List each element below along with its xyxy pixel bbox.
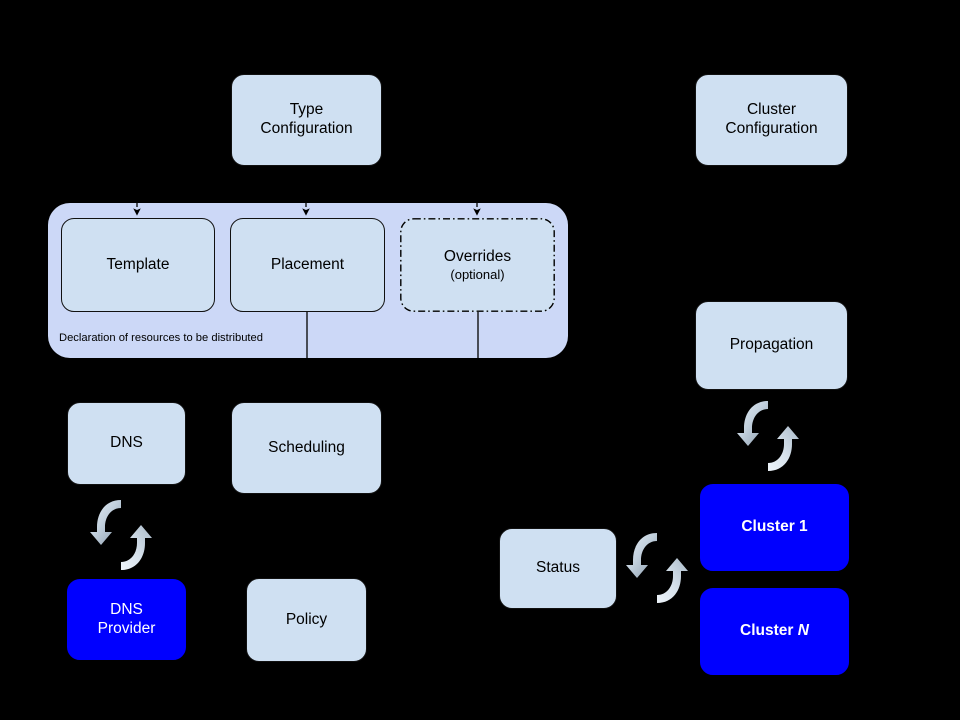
propagation-label: Propagation	[729, 336, 814, 354]
status-label: Status	[536, 559, 580, 577]
cluster-n-index: N	[797, 622, 809, 640]
node-cluster-n[interactable]: Cluster N	[700, 588, 849, 675]
node-type-configuration-label: Type Configuration	[260, 101, 352, 139]
cluster-1-prefix: Cluster	[741, 518, 800, 536]
cluster-n-prefix: Cluster	[740, 622, 798, 640]
overrides-label: Overrides (optional)	[444, 248, 511, 283]
type-configuration-line1: Type	[289, 101, 324, 119]
node-propagation[interactable]: Propagation	[695, 301, 848, 390]
sync-arrow-left	[626, 533, 657, 578]
sync-arrow-left	[90, 500, 121, 545]
node-cluster-configuration-label: Cluster Configuration	[725, 101, 817, 139]
cluster-1-label: Cluster 1	[741, 518, 807, 537]
placement-label: Placement	[270, 255, 345, 273]
node-status[interactable]: Status	[499, 528, 617, 609]
node-template[interactable]: Template	[61, 218, 215, 312]
node-dns[interactable]: DNS	[67, 402, 186, 485]
declaration-caption: Declaration of resources to be distribut…	[59, 332, 263, 344]
sync-icon-propagation	[735, 395, 801, 477]
dns-provider-line2: Provider	[97, 619, 156, 637]
sync-arrow-right	[768, 426, 799, 471]
node-overrides[interactable]: Overrides (optional)	[400, 218, 555, 312]
dns-label: DNS	[110, 434, 143, 452]
node-cluster-1[interactable]: Cluster 1	[700, 484, 849, 571]
dns-provider-line1: DNS	[110, 600, 143, 618]
scheduling-label: Scheduling	[268, 438, 345, 456]
node-type-configuration[interactable]: Type Configuration	[231, 74, 382, 166]
sync-icon-dns	[88, 494, 154, 576]
cluster-n-label: Cluster N	[740, 622, 809, 641]
cluster-configuration-line2: Configuration	[725, 120, 818, 137]
overrides-fill	[400, 218, 555, 312]
node-placement[interactable]: Placement	[230, 218, 385, 312]
node-dns-provider[interactable]: DNS Provider	[67, 579, 186, 660]
overrides-line2: (optional)	[450, 266, 505, 282]
node-scheduling[interactable]: Scheduling	[231, 402, 382, 494]
node-policy[interactable]: Policy	[246, 578, 367, 662]
sync-arrow-right	[121, 525, 152, 570]
sync-arrow-right	[657, 558, 688, 603]
sync-arrow-left	[737, 401, 768, 446]
sync-icon-status	[624, 527, 690, 609]
node-cluster-configuration[interactable]: Cluster Configuration	[695, 74, 848, 166]
template-label: Template	[106, 255, 170, 273]
cluster-1-index: 1	[799, 518, 808, 536]
overrides-line1: Overrides	[443, 247, 512, 265]
type-configuration-line2: Configuration	[260, 120, 353, 137]
dns-provider-label: DNS Provider	[98, 601, 156, 639]
cluster-configuration-line1: Cluster	[746, 101, 797, 119]
policy-label: Policy	[285, 610, 328, 628]
